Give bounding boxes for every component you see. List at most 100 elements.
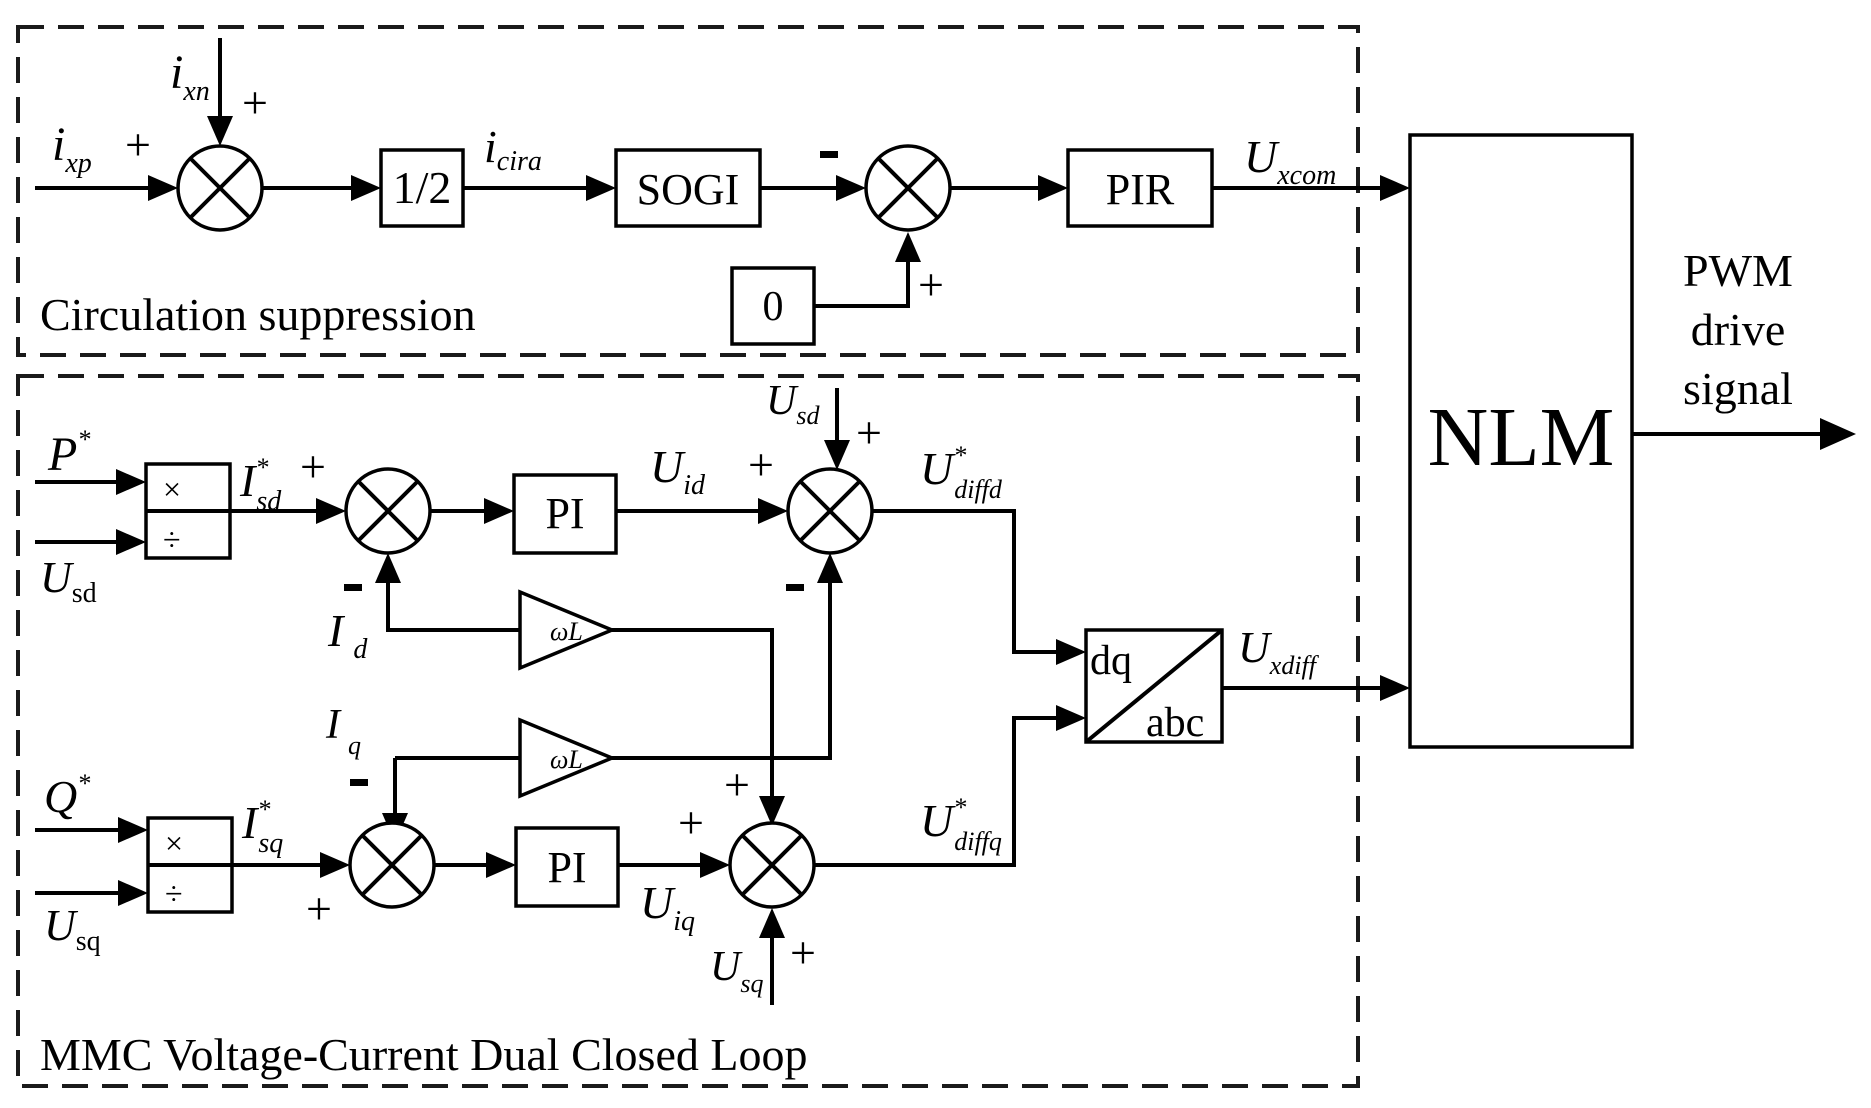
minus-sign-q1 xyxy=(350,779,368,786)
wl-gain-block-q xyxy=(518,717,617,799)
usq-input-label: Usq xyxy=(44,901,101,957)
arrowhead xyxy=(118,880,148,906)
arrowhead xyxy=(1038,175,1068,201)
isq-sign: + xyxy=(306,883,332,934)
uiq-sign: + xyxy=(678,797,704,848)
ixp-sign: + xyxy=(125,119,151,170)
arrowhead xyxy=(375,553,401,583)
usd-top-sign: + xyxy=(856,407,882,458)
nlm-text: NLM xyxy=(1428,391,1615,484)
pwm-label-line2: drive xyxy=(1691,304,1786,355)
arrowhead xyxy=(1380,675,1410,701)
sum-junction-circulation-2 xyxy=(864,144,952,232)
arrowhead xyxy=(116,529,146,555)
id-wl-to-sum-q2-line xyxy=(612,628,774,808)
circulation-suppression-region xyxy=(16,25,1360,357)
sum-junction-q1 xyxy=(348,821,436,909)
pi-text-q: PI xyxy=(547,843,586,892)
sum-junction-q2 xyxy=(728,821,816,909)
half-gain-text: 1/2 xyxy=(393,162,452,213)
usq-bottom-label: Usq xyxy=(710,944,763,998)
arrowhead xyxy=(758,498,788,524)
minus-sign-d2 xyxy=(786,584,804,591)
uid-sign: + xyxy=(748,439,774,490)
sogi-block xyxy=(614,148,762,228)
qstar-label: Q* xyxy=(44,769,90,822)
udiffd-label: U*diffd xyxy=(920,441,1003,504)
arrowhead xyxy=(316,498,346,524)
pir-text: PIR xyxy=(1106,165,1175,214)
arrowhead xyxy=(586,175,616,201)
pi-text-d: PI xyxy=(545,489,584,538)
isq-label: I*sq xyxy=(241,795,283,859)
udiffq-line xyxy=(814,716,1068,867)
uiq-label: Uiq xyxy=(640,877,695,937)
arrowhead xyxy=(484,498,514,524)
usq-bottom-sign: + xyxy=(790,927,816,978)
sogi-text: SOGI xyxy=(637,165,740,214)
div-symbol-d: ÷ xyxy=(163,521,181,557)
minus-sign-sum2 xyxy=(820,151,838,158)
mult-symbol-d: × xyxy=(163,471,181,507)
arrowhead xyxy=(118,817,148,843)
circulation-suppression-label: Circulation suppression xyxy=(40,289,476,340)
mult-symbol-q: × xyxy=(165,825,183,861)
uid-label: Uid xyxy=(650,441,706,501)
wl-gain-block-d xyxy=(518,589,617,671)
ixn-sign: + xyxy=(242,77,268,128)
usd-input-label: Usd xyxy=(40,553,97,609)
arrowhead xyxy=(836,175,866,201)
arrowhead xyxy=(320,852,350,878)
id-wl-sign: + xyxy=(724,759,750,810)
isd-sign: + xyxy=(300,441,326,492)
pstar-label: P* xyxy=(47,425,90,481)
arrowhead xyxy=(116,469,146,495)
isd-label: I*sd xyxy=(239,453,282,517)
wl-text-q: ωL xyxy=(550,745,583,774)
arrowhead xyxy=(759,796,785,826)
minus-sign-d1 xyxy=(344,584,362,591)
abc-text: abc xyxy=(1146,700,1204,746)
pi-block-d xyxy=(512,473,618,555)
sum-junction-d1 xyxy=(344,467,432,555)
udiffq-label: U*diffq xyxy=(920,793,1002,856)
icira-label: icira xyxy=(484,121,542,177)
ixp-label: ixp xyxy=(52,118,92,179)
arrowhead xyxy=(824,440,850,470)
dual-loop-region xyxy=(16,374,1360,1088)
usd-top-label: Usd xyxy=(766,378,820,430)
udiffd-line xyxy=(872,509,1068,654)
zero-constant-block xyxy=(730,266,816,346)
pir-block xyxy=(1066,148,1214,228)
dq-text: dq xyxy=(1090,638,1132,684)
arrowhead xyxy=(1820,418,1856,450)
dual-loop-label: MMC Voltage-Current Dual Closed Loop xyxy=(40,1029,807,1080)
wl-text-d: ωL xyxy=(550,617,583,646)
zero-sign: + xyxy=(918,259,944,310)
arrowhead xyxy=(148,175,178,201)
arrowhead xyxy=(207,116,233,146)
arrowhead xyxy=(700,852,730,878)
zero-constant-text: 0 xyxy=(763,284,784,330)
pwm-label-line1: PWM xyxy=(1683,245,1793,296)
pwm-label-line3: signal xyxy=(1683,363,1793,414)
arrowhead xyxy=(895,232,921,262)
arrowhead xyxy=(759,908,785,938)
sum-junction-circulation-1 xyxy=(176,144,264,232)
uxdiff-label: Uxdiff xyxy=(1238,623,1320,680)
arrowhead xyxy=(351,175,381,201)
sum-junction-d2 xyxy=(786,467,874,555)
iq-wl-to-sum-d2-line xyxy=(612,572,832,760)
ixn-label: ixn xyxy=(170,46,210,107)
arrowhead xyxy=(817,553,843,583)
id-feedback-line xyxy=(386,571,395,632)
dq-abc-diagonal xyxy=(1084,628,1224,744)
uxcom-label: Uxcom xyxy=(1244,131,1336,191)
arrowhead xyxy=(486,852,516,878)
arrowhead xyxy=(1380,175,1410,201)
div-symbol-q: ÷ xyxy=(165,875,183,911)
arrowhead xyxy=(1056,705,1086,731)
